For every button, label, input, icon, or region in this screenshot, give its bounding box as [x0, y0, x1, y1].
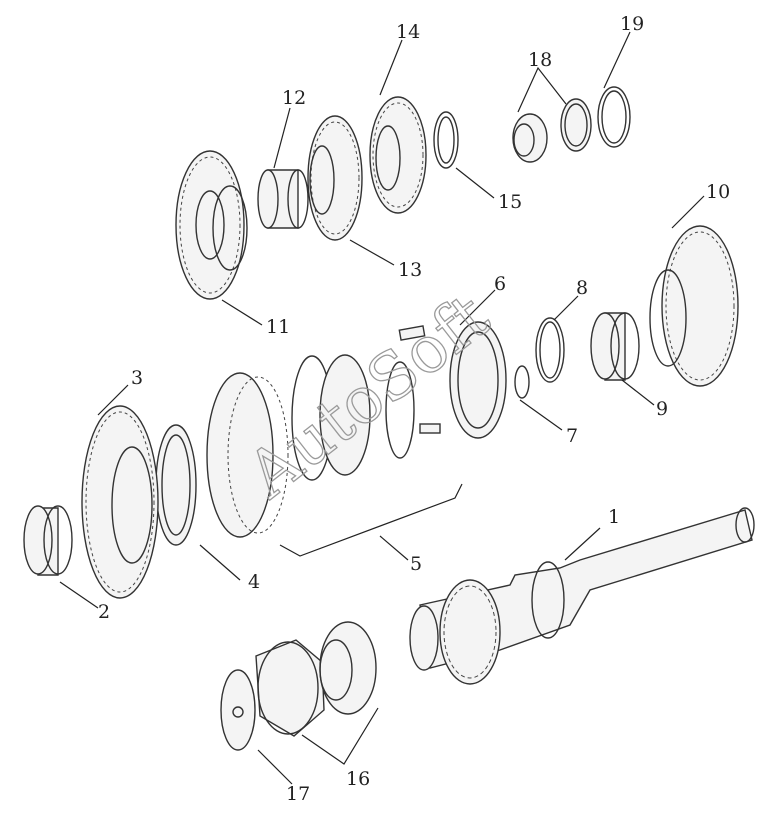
- part-4-sync-ring: [155, 424, 197, 546]
- callout-18: 18: [528, 49, 552, 71]
- part-15-snap-ring: [433, 111, 459, 169]
- callout-11: 11: [266, 316, 290, 338]
- callout-2: 2: [98, 601, 110, 623]
- part-13-gear: [307, 115, 363, 241]
- callout-labels: 1 2 3 4 5 6 7 8 9 10 11 12 13 14 15 16 1…: [98, 13, 730, 805]
- callout-3: 3: [131, 367, 143, 389]
- callout-15: 15: [498, 191, 522, 213]
- callout-14: 14: [396, 21, 420, 43]
- part-6-sync-ring: [449, 321, 507, 439]
- part-16-bearing: [255, 621, 377, 737]
- part-12-sleeve: [257, 169, 309, 229]
- part-18-bearing: [512, 98, 592, 163]
- part-2-needle-bearing: [23, 505, 73, 576]
- part-8-snap-ring: [535, 317, 565, 383]
- callout-10: 10: [706, 181, 730, 203]
- part-3-gear: [81, 405, 159, 599]
- callout-1: 1: [608, 506, 620, 528]
- callout-7: 7: [566, 425, 578, 447]
- leader-lines: [59, 31, 705, 785]
- callout-17: 17: [286, 783, 310, 805]
- callout-5: 5: [410, 553, 422, 575]
- part-7-snap-ring: [514, 365, 530, 399]
- callout-8: 8: [576, 277, 588, 299]
- callout-12: 12: [282, 87, 306, 109]
- part-1-mainshaft: [409, 507, 755, 685]
- part-17-thrust-washer: [220, 669, 256, 751]
- callout-13: 13: [398, 259, 422, 281]
- part-5-sync-assembly: [206, 325, 441, 538]
- callout-19: 19: [620, 13, 644, 35]
- part-11-gear: [175, 150, 248, 300]
- part-10-gear: [649, 225, 739, 387]
- part-19-snap-ring: [597, 86, 631, 148]
- callout-6: 6: [494, 273, 506, 295]
- callout-9: 9: [656, 398, 668, 420]
- part-14-gear: [369, 96, 427, 214]
- callout-16: 16: [346, 768, 370, 790]
- callout-4: 4: [248, 571, 260, 593]
- part-9-needle-bearing: [590, 312, 640, 381]
